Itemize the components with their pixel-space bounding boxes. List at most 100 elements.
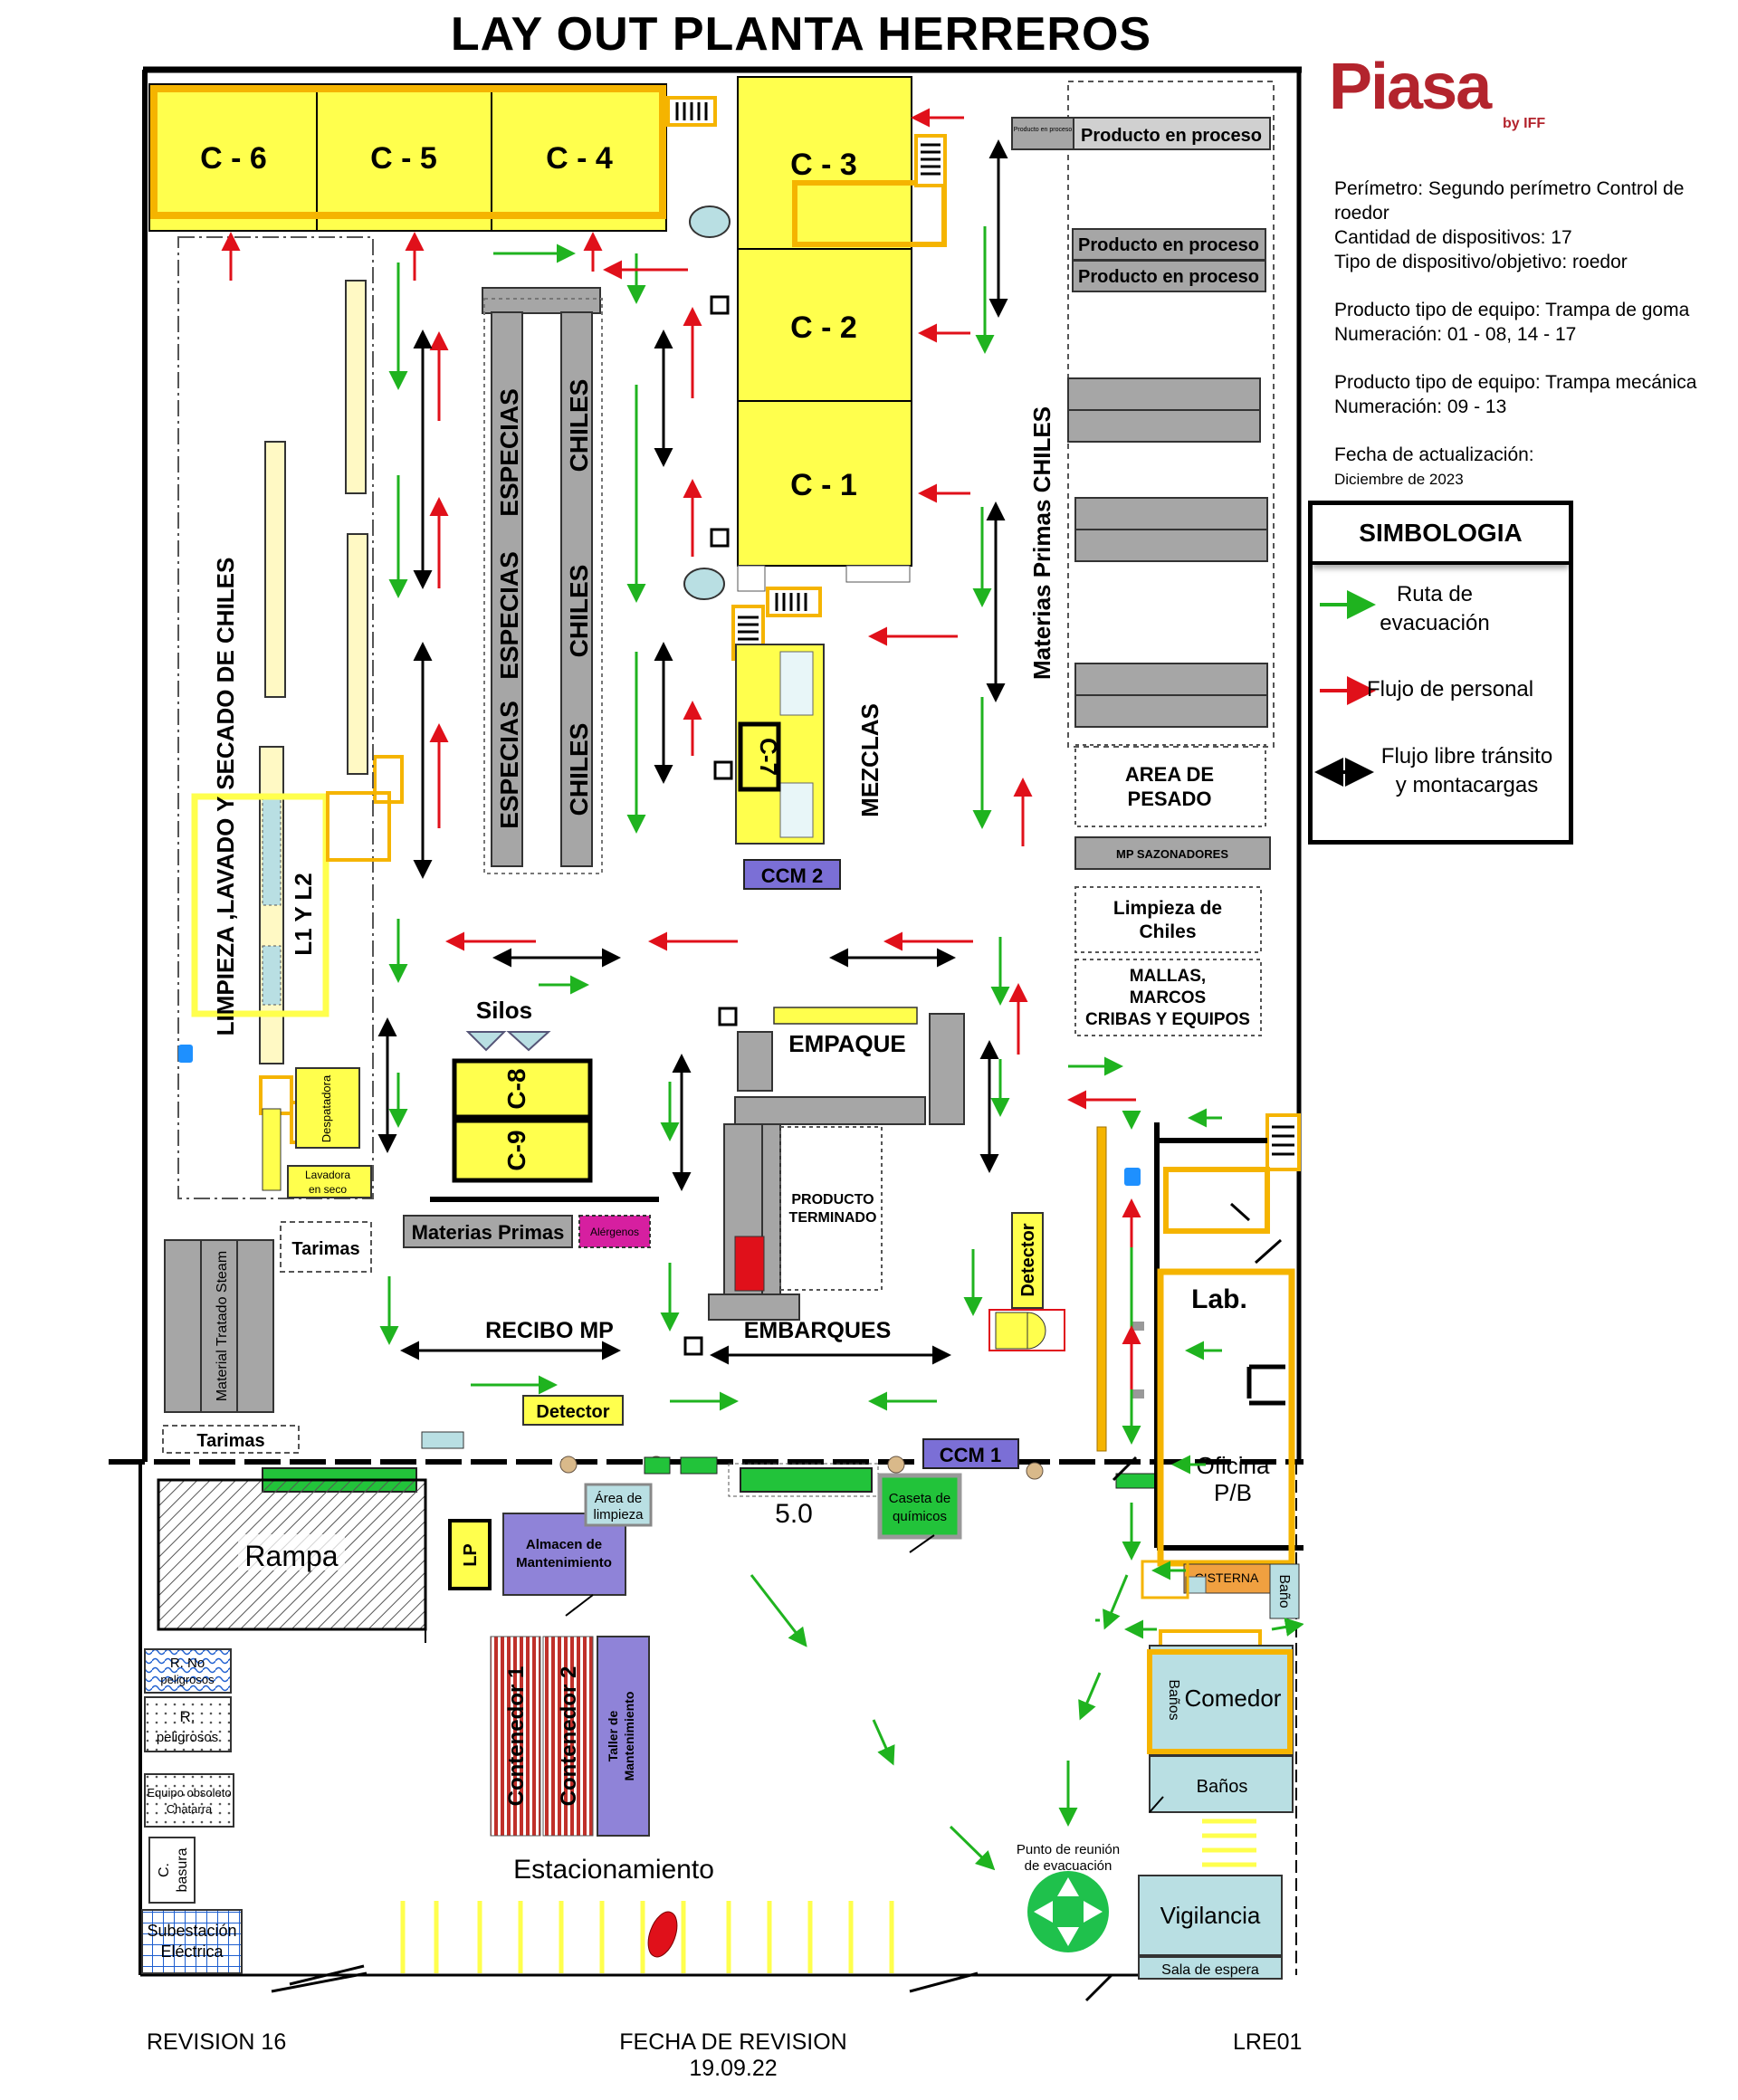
stair-trap-lines (675, 102, 1294, 1156)
trap-squares (683, 295, 738, 1356)
area-pesado-1: AREA DE (1125, 763, 1214, 786)
bano (1269, 1563, 1300, 1619)
mallas-3: CRIBAS Y EQUIPOS (1085, 1010, 1250, 1029)
producto-terminado-2: TERMINADO (789, 1210, 877, 1226)
comedor (1149, 1645, 1294, 1755)
tank-2 (683, 568, 725, 600)
taller-mantenimiento (597, 1636, 650, 1837)
svg-text:Equipo obsoleto: Equipo obsoleto (147, 1786, 231, 1799)
svg-text:Comedor: Comedor (1185, 1685, 1282, 1712)
svg-text:Sala de espera: Sala de espera (1161, 1962, 1259, 1978)
rampa-label: Rampa (244, 1540, 338, 1572)
detector-1 (522, 1395, 624, 1426)
info-fecha-label: Fecha de actualización: (1334, 444, 1534, 465)
svg-text:Mantenimiento: Mantenimiento (516, 1555, 612, 1570)
svg-text:basura: basura (175, 1847, 190, 1892)
svg-text:químicos: químicos (893, 1509, 947, 1524)
svg-text:CISTERNA: CISTERNA (1195, 1570, 1259, 1585)
chamber-c6 (148, 83, 318, 232)
racks-especias-chiles: ESPECIAS ESPECIAS ESPECIAS CHILES CHILES… (482, 287, 603, 874)
despatadora-label: Despatadora (320, 1074, 333, 1142)
svg-text:Taller de: Taller de (606, 1711, 620, 1762)
chamber-c7 (738, 721, 781, 792)
producto-en-proceso-3: Producto en proceso (1078, 267, 1259, 287)
car-icon (647, 1911, 678, 1958)
svg-text:Contenedor 2: Contenedor 2 (557, 1666, 581, 1807)
mallas-1: MALLAS, (1130, 967, 1206, 986)
residuos-column: R. No peligrosos R. peligrosos Equipo ob… (141, 1648, 243, 1974)
chamber-c4-label: C - 4 (546, 141, 613, 176)
oficina-2: P/B (1214, 1479, 1252, 1506)
contenedor-2 (542, 1636, 594, 1837)
info-fecha-value: Diciembre de 2023 (1334, 471, 1464, 488)
svg-text:Subestación: Subestación (147, 1922, 236, 1940)
device-info: Perímetro: Segundo perímetro Control de … (1334, 177, 1733, 492)
svg-text:Chatarra: Chatarra (167, 1802, 213, 1816)
producto-en-proceso-1: Producto en proceso (1081, 126, 1262, 146)
legend-item-transito: Flujo libre tránsito y montacargas (1380, 744, 1553, 797)
extinguisher-1 (178, 1045, 193, 1063)
svg-text:Almacen de: Almacen de (526, 1537, 602, 1552)
svg-text:Detector: Detector (536, 1402, 609, 1422)
estacionamiento-label: Estacionamiento (513, 1855, 714, 1885)
r-peligrosos (144, 1696, 232, 1752)
chiles-label-2: CHILES (565, 565, 593, 658)
mezclas-area: C-7 MEZCLAS CCM 2 (735, 644, 883, 890)
area-pesado-2: PESADO (1128, 788, 1212, 810)
c-basura (148, 1837, 196, 1904)
chamber-c1-label: C - 1 (790, 468, 857, 502)
lavadora-1: Lavadora (305, 1169, 350, 1181)
punto-reunion-2: de evacuación (1025, 1858, 1113, 1874)
piasa-logo-sub: by IFF (1503, 116, 1546, 131)
meeting-point-icon (1027, 1871, 1109, 1952)
empaque-area: EMPAQUE PRODUCTO TERMINADO (708, 1007, 965, 1321)
producto-en-proceso-small: Producto en proceso (1014, 127, 1073, 133)
info-num-goma: Numeración: 01 - 08, 14 - 17 (1334, 324, 1577, 345)
mp-sazonadores: MP SAZONADORES (1116, 847, 1228, 861)
silos-label: Silos (476, 997, 532, 1024)
svg-text:Baño: Baño (1276, 1574, 1292, 1608)
page-title: LAY OUT PLANTA HERREROS (450, 8, 1152, 61)
mezclas-label: MEZCLAS (856, 703, 883, 817)
cinco-label: 5.0 (775, 1499, 813, 1529)
svg-text:Baños: Baños (1197, 1777, 1248, 1797)
svg-text:R.: R. (180, 1708, 196, 1725)
banos (1149, 1755, 1294, 1813)
area-limpieza (584, 1483, 653, 1527)
especias-label-2: ESPECIAS (495, 551, 523, 680)
l1l2-label: L1 Y L2 (290, 873, 317, 956)
right-column: Producto en proceso Producto en proceso … (1011, 81, 1275, 1036)
traffic-arrows (377, 139, 1008, 1365)
chambers-center: C - 3 C - 2 C - 1 (737, 76, 947, 592)
svg-text:Detector: Detector (1018, 1223, 1038, 1296)
svg-text:Mantenimiento: Mantenimiento (622, 1692, 636, 1781)
svg-text:R. No: R. No (170, 1656, 205, 1671)
svg-text:C.: C. (157, 1863, 172, 1877)
svg-text:CCM 2: CCM 2 (761, 864, 823, 887)
producto-terminado-1: PRODUCTO (791, 1192, 874, 1208)
limpieza-chiles-2: Chiles (1139, 921, 1196, 942)
lab (1157, 1268, 1295, 1567)
materias-primas-chiles-label: Materias Primas CHILES (1028, 406, 1055, 680)
ccm1 (922, 1438, 1019, 1469)
chiles-label-1: CHILES (565, 379, 593, 472)
sala-espera (1138, 1956, 1283, 1980)
tarimas-label-1: Tarimas (291, 1239, 359, 1259)
r-no-peligrosos (144, 1648, 232, 1694)
chamber-c8-label: C-8 (502, 1068, 530, 1109)
subestacion (141, 1909, 243, 1974)
ccm2 (743, 859, 841, 890)
caseta-quimicos (877, 1473, 962, 1540)
footer-revision: REVISION 16 (147, 2029, 287, 2055)
evacuation-arrows (379, 226, 1304, 1871)
chamber-c4 (491, 83, 667, 232)
svg-text:LP: LP (461, 1543, 481, 1567)
lab-label: Lab. (1191, 1284, 1247, 1314)
materias-primas-label: Materias Primas (412, 1221, 565, 1244)
lp-tank (448, 1519, 492, 1590)
legend-item-evacuacion: Ruta de evacuación (1380, 582, 1490, 635)
legend: SIMBOLOGIA Ruta de evacuación Flujo de p… (1308, 501, 1573, 845)
chamber-c6-label: C - 6 (200, 141, 267, 176)
especias-label-1: ESPECIAS (495, 388, 523, 517)
materias-primas-area: Materias Primas Alérgenos Tarimas Materi… (162, 1215, 651, 1454)
